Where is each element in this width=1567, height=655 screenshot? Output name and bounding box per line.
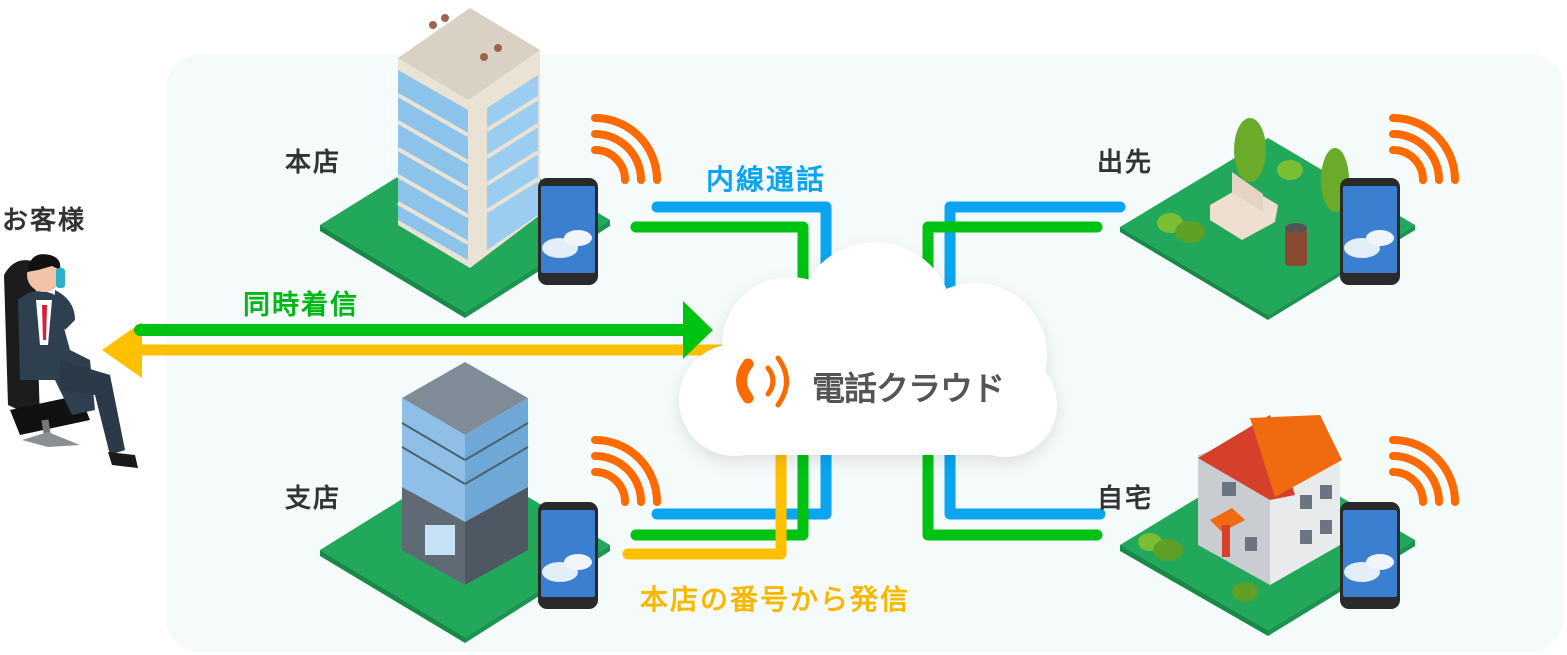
house-icon bbox=[1120, 415, 1415, 636]
customer-arrows bbox=[102, 301, 740, 378]
outbound-lines bbox=[622, 444, 787, 560]
signal-icon bbox=[591, 436, 661, 506]
smartphone-icon bbox=[538, 178, 598, 285]
ring-line-branch bbox=[630, 444, 809, 541]
signal-icon bbox=[1389, 436, 1459, 506]
ring-line-head-office bbox=[630, 221, 809, 306]
internal-line-branch bbox=[651, 444, 832, 520]
internal-line-on-the-go bbox=[944, 201, 1126, 306]
signal-icon bbox=[591, 114, 661, 184]
internal-call-label: 内線通話 bbox=[706, 163, 827, 196]
location-label-head-office: 本店 bbox=[285, 148, 342, 178]
outbound-arrow-head bbox=[102, 322, 142, 378]
smartphone-icon bbox=[538, 502, 598, 609]
cloud-service-name: 電話クラウド bbox=[812, 369, 1005, 408]
smartphone-icon bbox=[1340, 178, 1400, 285]
customer-label: お客様 bbox=[2, 206, 87, 236]
ring-arrow-head bbox=[683, 301, 713, 359]
phone-waves-icon bbox=[736, 355, 789, 408]
cloud bbox=[679, 242, 1057, 457]
location-label-branch-office: 支店 bbox=[285, 484, 342, 514]
signal-waves bbox=[591, 114, 1459, 506]
simultaneous-ring-label: 同時着信 bbox=[243, 290, 359, 321]
glass-building-icon bbox=[320, 362, 610, 643]
smartphones bbox=[538, 178, 1400, 609]
internal-line-home bbox=[944, 444, 1106, 520]
signal-icon bbox=[1389, 114, 1459, 184]
smartphone-icon bbox=[1340, 502, 1400, 609]
outbound-line-branch bbox=[622, 444, 787, 560]
outbound-from-hq-label: 本店の番号から発信 bbox=[640, 583, 911, 616]
customer-illustration bbox=[4, 254, 138, 468]
location-label-on-the-go: 出先 bbox=[1097, 148, 1154, 178]
ring-line-home bbox=[922, 444, 1103, 541]
location-label-home: 自宅 bbox=[1097, 484, 1154, 514]
